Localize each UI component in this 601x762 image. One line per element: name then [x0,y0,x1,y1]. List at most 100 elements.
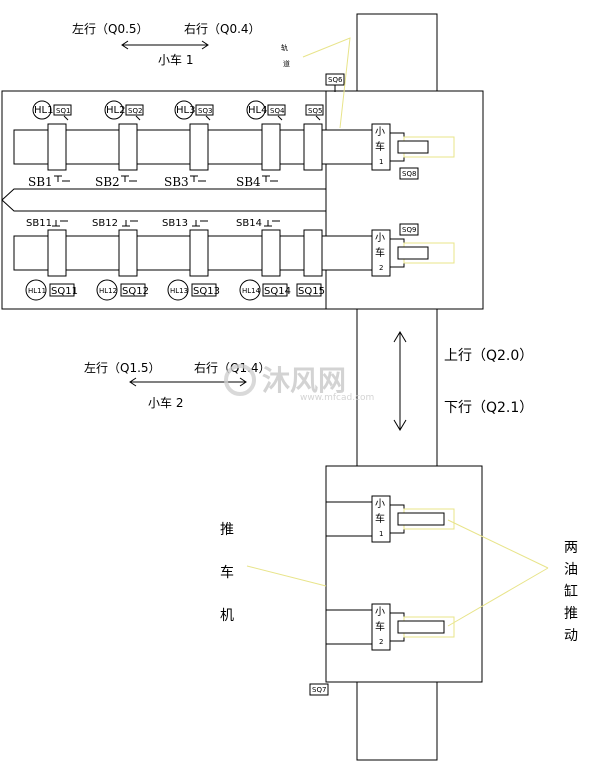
upper-cylinder-1 [389,132,455,162]
watermark-url: www.mfcad.com [300,393,374,403]
upper-sb-buttons: SB1 SB2 SB3 SB4 [28,175,278,189]
svg-text:小: 小 [375,498,385,510]
cylinder-label-1: 两 [564,540,578,556]
sq-label: SQ11 [51,286,78,297]
push-button-icon [190,175,206,182]
sb-label: SB3 [164,175,189,189]
pusher-cart-2: 小 车 2 [371,603,391,651]
sq-label: SQ13 [193,286,220,297]
svg-text:车: 车 [375,512,385,525]
upper-block-2 [118,123,138,171]
lower-sq-tags: SQ11 SQ12 SQ13 SQ14 SQ15 [49,283,325,297]
bottom-tower [356,681,438,761]
pusher-label-2: 车 [220,564,234,581]
upper-hl-lamps: HL1 HL2 HL3 HL4 [32,100,267,120]
upper-tower [356,13,438,93]
sq-label: SQ4 [270,107,285,115]
sq7-label: SQ7 [312,686,326,694]
sq6-label: SQ6 [328,76,343,84]
middle-tower [356,308,438,467]
upper-cart-1: 小 车 1 [371,123,391,171]
sq-label: SQ1 [56,107,70,115]
hl-label: HL4 [248,105,267,116]
conveyor-arrow [1,188,327,212]
pusher-leader-line [246,565,327,587]
push-button-icon [54,175,70,182]
track-label-2: 道 [283,59,290,68]
hl-lamp-icon [104,100,124,120]
hl-label: HL3 [176,105,195,116]
hl-label: HL11 [28,287,46,295]
svg-text:1: 1 [379,530,383,538]
lower-hl-lamps: HL11 HL12 HL13 HL14 [25,279,261,301]
sq7-tag: SQ7 [309,683,329,696]
upper-cart-2: 小 车 2 [371,229,391,277]
svg-text:2: 2 [379,638,383,646]
sq5-label: SQ5 [308,107,322,115]
hl-lamp-icon [32,100,52,120]
pusher-label-3: 机 [220,608,234,624]
upper-block-4 [261,123,281,171]
upper-cylinder-2 [389,238,455,268]
push-button-icon [192,220,208,227]
hl-label: HL14 [242,287,261,295]
pusher-cart-1: 小 车 1 [371,495,391,543]
hl-lamp-icon [96,279,118,301]
lower-block-3 [189,229,209,277]
sq15-label: SQ15 [298,286,325,297]
upper-sq-tags: SQ1 SQ2 SQ3 SQ4 SQ5 [53,104,324,121]
hl-lamp-icon [167,279,189,301]
car2-label: 小车 2 [148,395,183,410]
watermark-logo-icon [224,364,256,396]
push-button-icon [264,220,280,227]
car1-label: 小车 1 [158,52,193,67]
sb-label: SB12 [92,218,118,229]
pusher-rail-1 [325,501,373,537]
cylinder-label-5: 动 [564,628,578,644]
hl-lamp-icon [25,279,47,301]
svg-text:1: 1 [379,158,383,166]
lower-sb-buttons: SB11 SB12 SB13 SB14 [26,218,280,229]
sq6-tag: SQ6 [325,73,345,92]
sb-label: SB11 [26,218,52,229]
lower-block-2 [118,229,138,277]
cylinder-leader-line-2 [447,567,549,627]
cylinder-label-2: 油 [564,562,578,578]
sb-label: SB2 [95,175,120,189]
lower-left-label: 左行（Q1.5） [84,360,161,375]
sq9-label: SQ9 [402,226,416,234]
sb-label: SB1 [28,175,53,189]
cylinder-leader-line-1 [447,519,549,569]
down-label: 下行（Q2.1） [444,400,533,416]
lower-block-1 [47,229,67,277]
hl-label: HL1 [34,105,53,116]
hl-label: HL12 [99,287,117,295]
push-button-icon [52,220,68,227]
upper-block-1 [47,123,67,171]
sb-label: SB14 [236,218,262,229]
sb-label: SB4 [236,175,261,189]
push-button-icon [122,220,138,227]
pusher-cylinder-2 [389,612,455,642]
hl-lamp-icon [174,100,194,120]
upper-right-label: 右行（Q0.4） [184,21,261,36]
pusher-rail-2 [325,609,373,645]
sq8-tag: SQ8 [399,167,419,180]
sq-label: SQ12 [122,286,149,297]
pusher-box [325,465,483,683]
upper-block-3 [189,123,209,171]
pusher-cylinder-1 [389,504,455,534]
track-label-1: 轨 [281,43,288,52]
cylinder-label-3: 缸 [564,583,578,600]
svg-text:小: 小 [375,606,385,618]
svg-text:车: 车 [375,246,385,259]
push-button-icon [121,175,137,182]
hl-lamp-icon [246,100,266,120]
hl-label: HL13 [170,287,188,295]
watermark-brand: 沐风网 [262,364,346,397]
upper-double-arrow-icon [121,40,209,50]
upper-block-5 [303,123,323,171]
up-label: 上行（Q2.0） [444,348,533,364]
svg-text:小: 小 [375,126,385,138]
